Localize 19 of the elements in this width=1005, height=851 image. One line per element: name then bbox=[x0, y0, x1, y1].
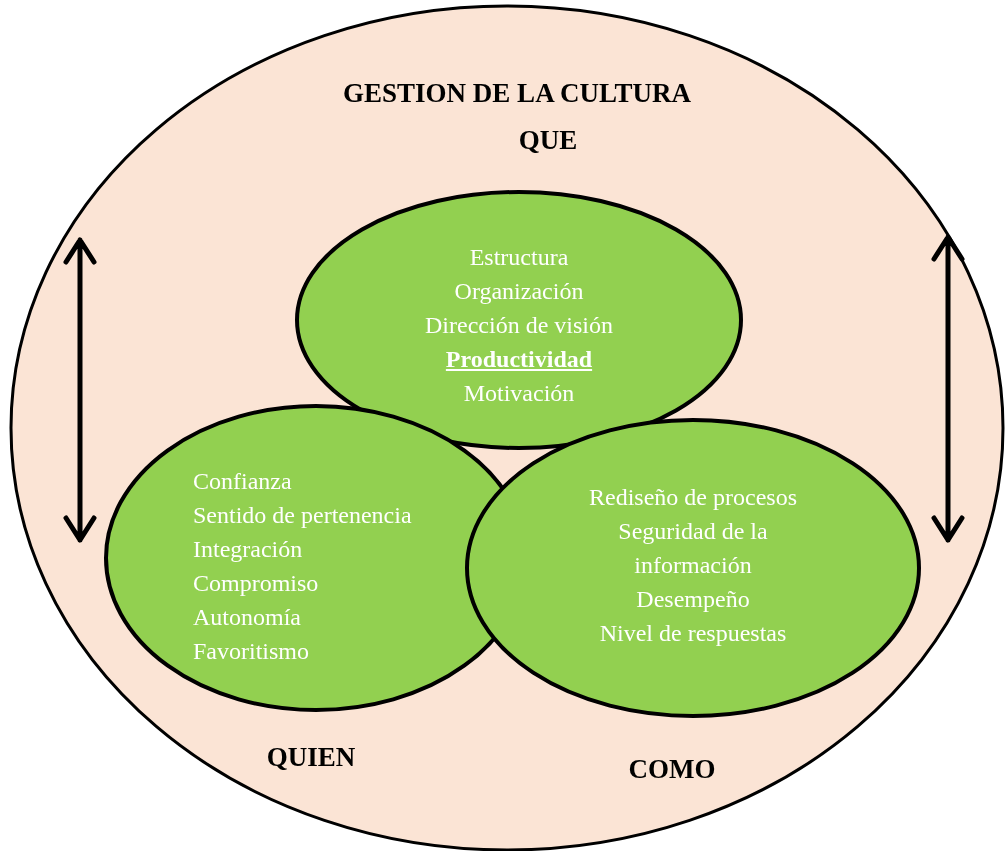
list-item: Confianza bbox=[193, 467, 292, 496]
list-item: Organización bbox=[454, 277, 584, 306]
list-item: Integración bbox=[193, 535, 303, 564]
list-item: Autonomía bbox=[193, 603, 301, 632]
list-item: Desempeño bbox=[635, 585, 751, 614]
list-item: Dirección de visión bbox=[425, 311, 613, 340]
list-item: Motivación bbox=[463, 379, 575, 408]
list-item: Rediseño de procesos bbox=[588, 483, 798, 512]
list-item: Productividad bbox=[445, 345, 593, 374]
list-item: Favoritismo bbox=[193, 637, 309, 666]
list-item: Nivel de respuestas bbox=[598, 619, 788, 648]
heading: GESTION DE LA CULTURA bbox=[343, 78, 691, 109]
heading: QUIEN bbox=[266, 742, 356, 773]
heading: QUE bbox=[518, 125, 578, 156]
list-item: Sentido de pertenencia bbox=[193, 501, 412, 530]
list-item: Compromiso bbox=[193, 569, 319, 598]
heading: COMO bbox=[628, 754, 716, 785]
list-item: Seguridad de la información bbox=[617, 517, 769, 580]
list-item: Estructura bbox=[469, 243, 569, 272]
